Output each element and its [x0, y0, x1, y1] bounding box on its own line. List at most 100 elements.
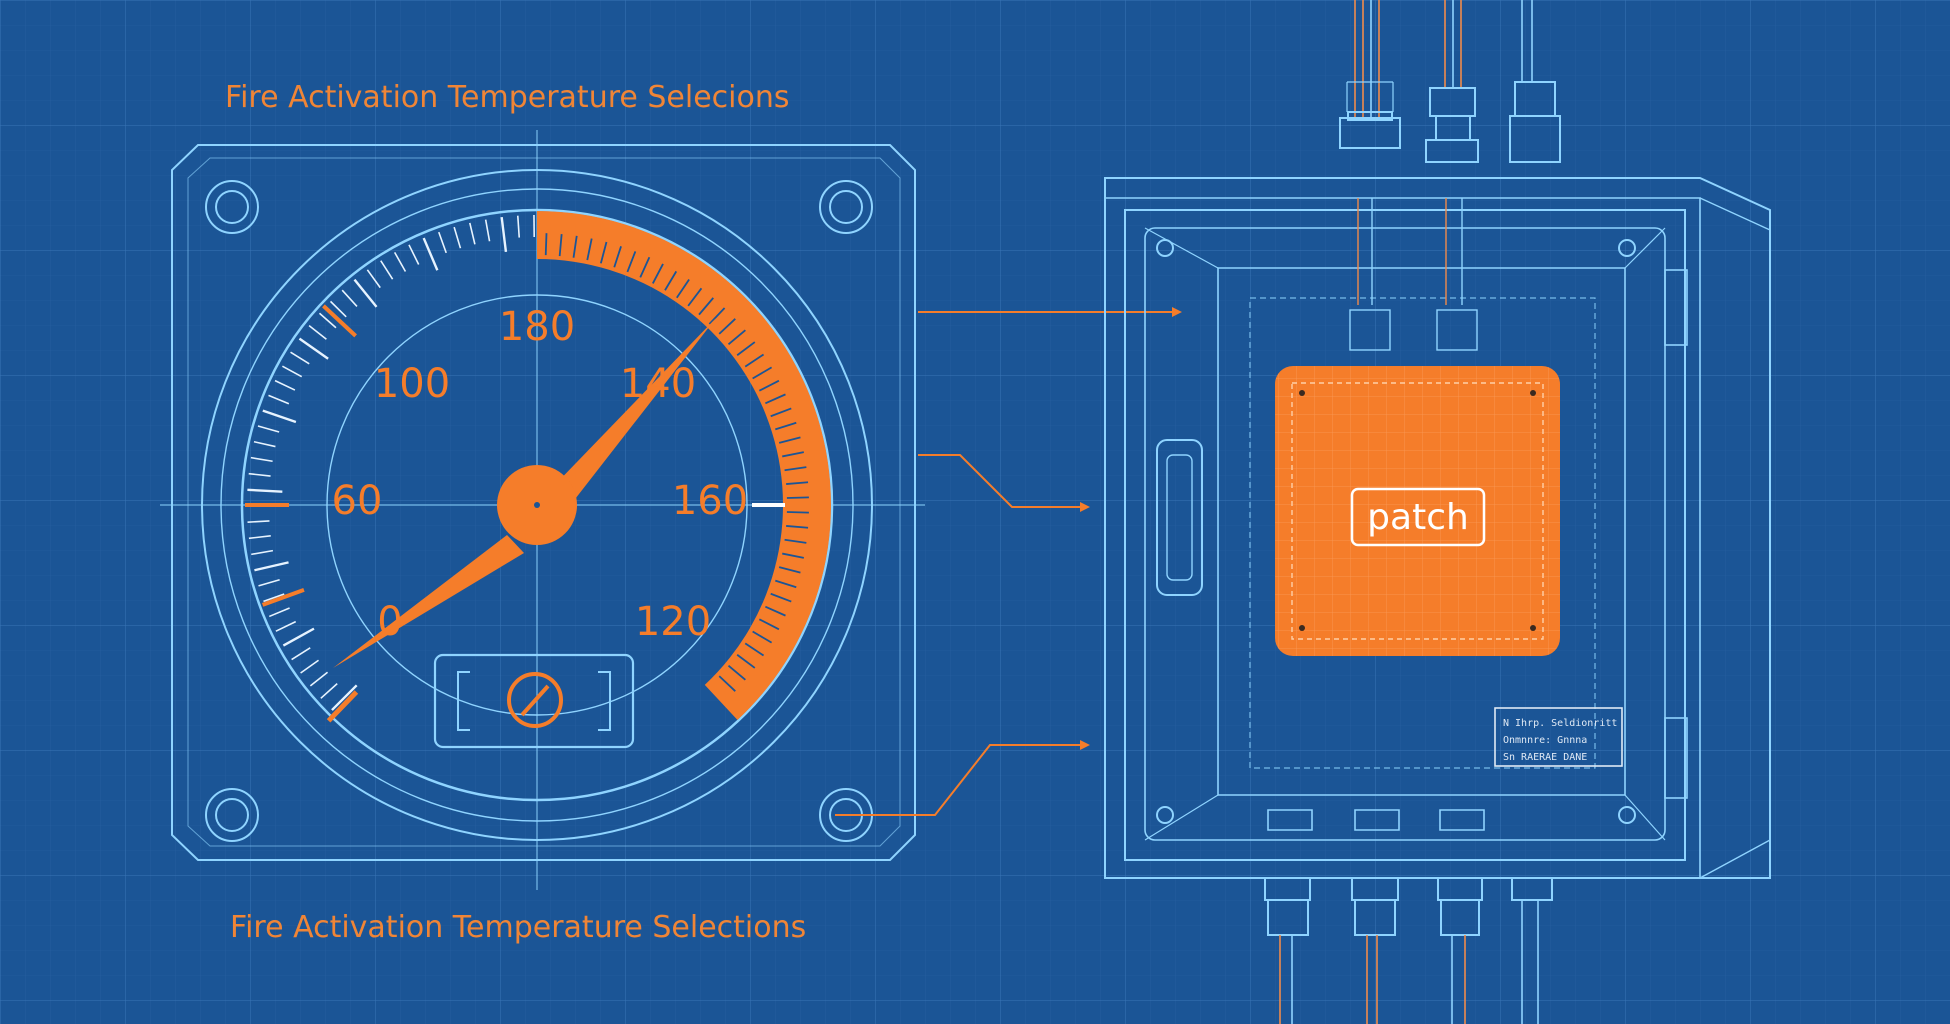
arc-tick — [778, 566, 801, 574]
dial-tick — [366, 269, 381, 289]
dial-tick — [500, 217, 508, 253]
arc-tick — [652, 263, 664, 284]
dial-tick — [291, 647, 311, 661]
arc-tick — [765, 393, 786, 405]
nameplate-line-1: N Ihrp. Seldionritt — [1503, 718, 1617, 729]
dial-tick — [263, 593, 285, 603]
dial-tick — [254, 561, 289, 572]
gauge-label-100: 100 — [374, 361, 450, 407]
arc-tick — [718, 318, 736, 335]
arc-tick — [782, 552, 804, 559]
dial-tick — [282, 627, 315, 647]
arc-tick — [744, 642, 765, 657]
arc-tick — [708, 307, 726, 325]
arc-tick — [782, 451, 804, 458]
arc-tick — [664, 270, 678, 291]
dial-tick — [484, 219, 491, 242]
arc-tick — [744, 353, 765, 368]
nameplate: N Ihrp. Seldionritt Onmnnre: Gnnna Sn RA… — [1494, 707, 1623, 767]
gauge-reset-knob[interactable] — [507, 672, 563, 728]
dial-tick — [329, 300, 347, 318]
arc-tick — [784, 466, 807, 472]
dial-tick — [438, 231, 447, 254]
title-top: Fire Activation Temperature Selecions — [225, 80, 790, 115]
dial-tick — [393, 251, 407, 272]
enclosure — [1104, 0, 1771, 1024]
dial-tick — [422, 237, 439, 271]
arc-tick — [775, 579, 797, 589]
arc-tick — [786, 511, 809, 514]
arc-tick — [758, 618, 780, 631]
arc-tick — [765, 605, 786, 617]
connector-lines — [835, 307, 1182, 816]
arc-tick — [786, 525, 809, 529]
arc-tick — [698, 297, 714, 316]
arc-tick — [770, 407, 792, 418]
arc-tick — [586, 238, 593, 261]
gauge-danger-arc — [537, 211, 832, 721]
nameplate-line-2: Onmnnre: Gnnna — [1503, 735, 1587, 746]
gauge-needle — [333, 318, 716, 668]
arc-tick — [727, 665, 746, 681]
dial-tick — [309, 671, 329, 687]
arc-tick — [544, 233, 548, 256]
dial-tick — [257, 425, 280, 433]
dial-tick — [408, 244, 420, 265]
dial-tick — [262, 409, 297, 424]
dial-tick — [341, 289, 358, 308]
patch-label: patch — [1367, 497, 1469, 538]
title-bottom: Fire Activation Temperature Selections — [230, 910, 807, 945]
dial-tick — [247, 488, 283, 493]
dial-tick — [380, 260, 394, 280]
arc-tick — [758, 379, 780, 392]
dial-tick — [275, 620, 297, 632]
gauge-ticks — [245, 215, 535, 723]
dial-tick — [247, 520, 270, 523]
scale-start-cap — [326, 690, 359, 723]
arc-tick — [775, 421, 797, 431]
arc-tick — [626, 251, 637, 273]
arc-tick — [752, 366, 773, 380]
gauge-danger-ticks — [544, 233, 809, 692]
arc-tick — [639, 256, 651, 278]
gauge-label-160: 160 — [672, 478, 748, 524]
dial-tick — [253, 440, 276, 448]
dial-tick — [298, 337, 329, 360]
dial-tick — [251, 549, 274, 556]
arc-tick — [676, 278, 690, 299]
gauge-label-0: 0 — [377, 599, 402, 645]
dial-tick — [248, 472, 271, 477]
dial-tick — [300, 659, 320, 674]
arc-tick — [784, 538, 807, 544]
dial-tick — [318, 312, 337, 329]
arc-tick — [786, 481, 809, 485]
accent-tick-100 — [322, 304, 357, 338]
patch-panel[interactable]: patch — [1275, 366, 1560, 656]
gauge-label-60: 60 — [332, 478, 383, 524]
arc-tick — [558, 234, 563, 257]
arc-tick — [572, 235, 578, 258]
dial-tick — [308, 325, 327, 340]
gauge-panel — [160, 130, 925, 890]
dial-tick — [469, 222, 476, 245]
gauge-label-180: 180 — [499, 304, 575, 350]
arc-tick — [778, 436, 801, 444]
arc-tick — [770, 592, 792, 603]
dial-tick — [268, 607, 290, 618]
arc-tick — [599, 241, 608, 264]
nameplate-line-3: Sn RAERAE DANE — [1503, 752, 1587, 763]
gauge-label-140: 140 — [620, 361, 696, 407]
arc-tick — [786, 496, 809, 499]
accent-tick-0 — [261, 587, 305, 607]
dial-tick — [248, 535, 271, 540]
dial-tick — [331, 684, 358, 711]
dial-tick — [290, 351, 310, 365]
dial-tick — [268, 394, 290, 405]
arc-tick — [687, 287, 703, 307]
arc-tick — [736, 654, 756, 669]
gauge-labels: 0 60 100 180 140 160 120 — [332, 304, 749, 645]
arc-tick — [727, 329, 746, 345]
dial-tick — [274, 379, 296, 391]
